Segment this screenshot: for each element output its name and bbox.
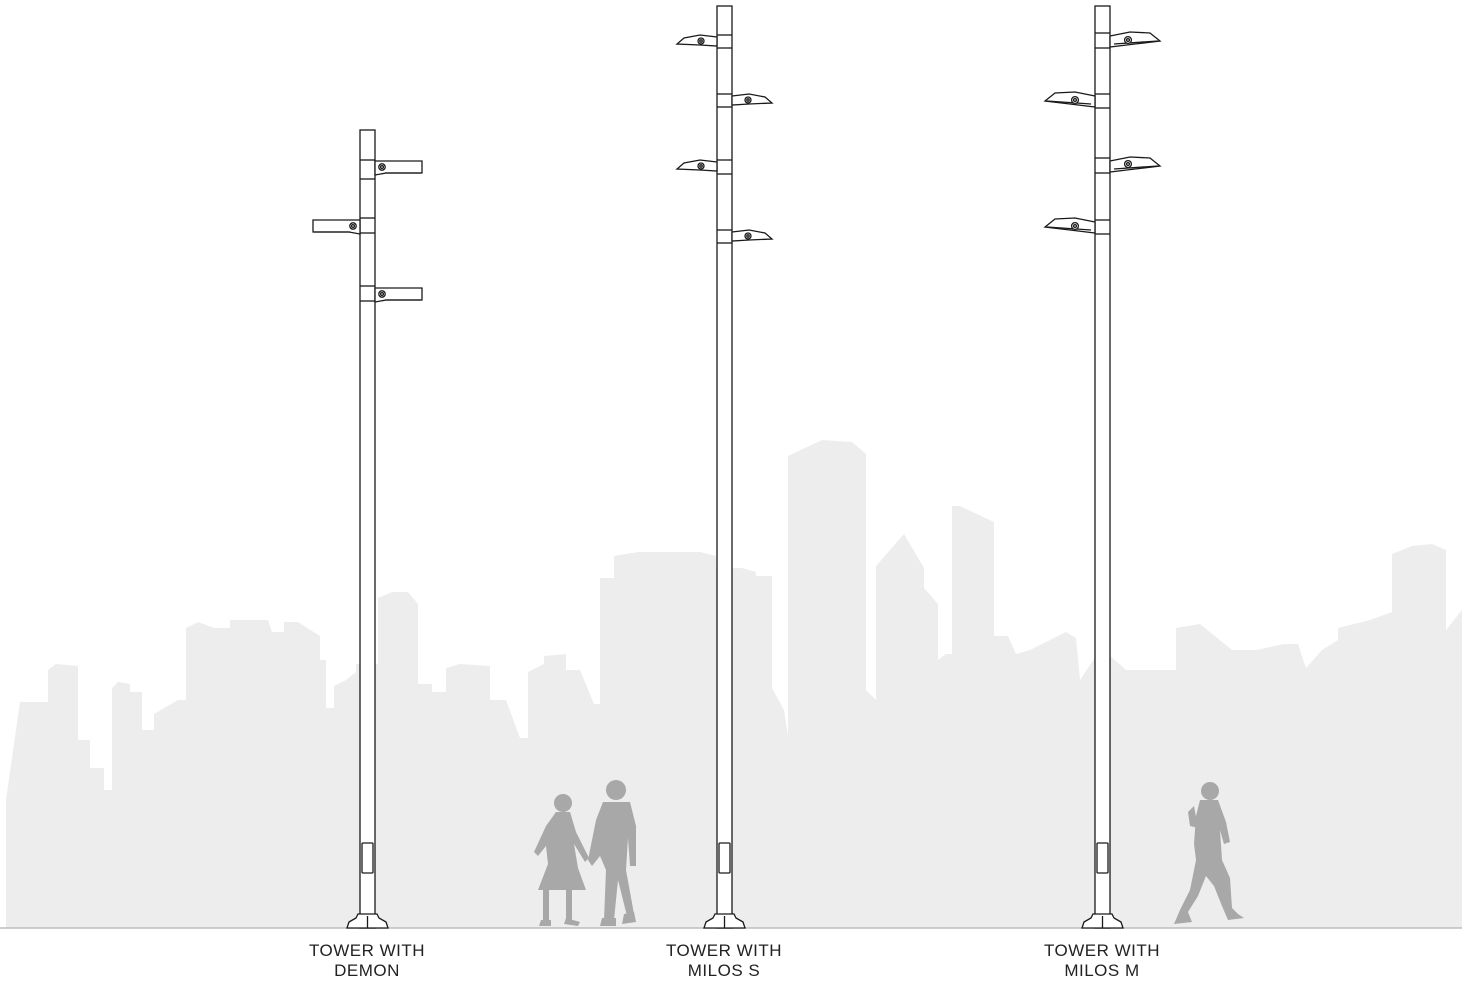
caption-line-2: MILOS S xyxy=(687,961,761,980)
tower-pole xyxy=(1094,5,1111,929)
demon-fixture xyxy=(374,287,423,303)
caption-line-1: TOWER WITH xyxy=(308,941,426,960)
caption-line-2: MILOS M xyxy=(1064,961,1140,980)
demon-fixture xyxy=(374,160,423,176)
tower-milos-s xyxy=(675,5,774,929)
tower-caption-milos-s: TOWER WITH MILOS S xyxy=(614,941,834,981)
milos-s-fixture xyxy=(731,93,774,106)
couple-silhouette xyxy=(534,780,636,926)
milos-m-fixture xyxy=(1043,217,1096,234)
caption-line-2: DEMON xyxy=(334,961,400,980)
milos-m-fixture xyxy=(1043,91,1096,108)
caption-line-1: TOWER WITH xyxy=(665,941,783,960)
pole-access-hatch xyxy=(718,842,731,874)
tower-caption-milos-m: TOWER WITH MILOS M xyxy=(992,941,1212,981)
caption-line-1: TOWER WITH xyxy=(1043,941,1161,960)
tower-caption-demon: TOWER WITH DEMON xyxy=(257,941,477,981)
pole-access-hatch xyxy=(361,842,374,874)
tower-milos-m xyxy=(1043,5,1162,929)
milos-s-fixture xyxy=(731,229,774,242)
milos-m-fixture xyxy=(1109,31,1162,48)
city-skyline-silhouette xyxy=(6,440,1462,928)
demon-fixture xyxy=(312,219,361,235)
walker-silhouette xyxy=(1174,782,1244,924)
milos-s-fixture xyxy=(675,159,718,172)
tower-pole xyxy=(716,5,733,929)
milos-m-fixture xyxy=(1109,156,1162,173)
milos-s-fixture xyxy=(675,34,718,47)
tower-demon xyxy=(312,129,423,929)
pole-access-hatch xyxy=(1096,842,1109,874)
tower-pole xyxy=(359,129,376,929)
